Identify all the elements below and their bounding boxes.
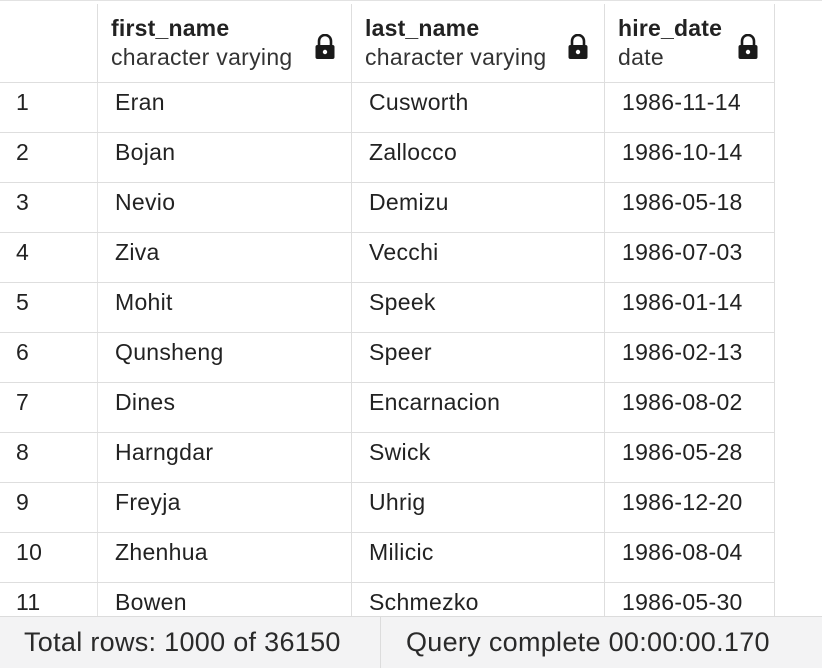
table-row[interactable]: 7 Dines Encarnacion 1986-08-02 xyxy=(0,383,775,433)
cell-first-name[interactable]: Nevio xyxy=(98,183,352,232)
row-index[interactable]: 10 xyxy=(0,533,98,582)
cell-hire-date[interactable]: 1986-12-20 xyxy=(605,483,775,532)
cell-last-name[interactable]: Encarnacion xyxy=(352,383,605,432)
grid-empty-area xyxy=(775,4,822,616)
table-row[interactable]: 11 Bowen Schmezko 1986-05-30 xyxy=(0,583,775,616)
cell-last-name[interactable]: Demizu xyxy=(352,183,605,232)
cell-hire-date[interactable]: 1986-01-14 xyxy=(605,283,775,332)
cell-hire-date[interactable]: 1986-05-30 xyxy=(605,583,775,616)
column-name: hire_date xyxy=(618,15,723,41)
cell-hire-date[interactable]: 1986-08-04 xyxy=(605,533,775,582)
total-rows-status: Total rows: 1000 of 36150 xyxy=(0,617,381,668)
table-row[interactable]: 4 Ziva Vecchi 1986-07-03 xyxy=(0,233,775,283)
row-index[interactable]: 5 xyxy=(0,283,98,332)
column-name: first_name xyxy=(111,15,230,41)
column-name: last_name xyxy=(365,15,480,41)
table-row[interactable]: 10 Zhenhua Milicic 1986-08-04 xyxy=(0,533,775,583)
row-index[interactable]: 7 xyxy=(0,383,98,432)
row-index[interactable]: 6 xyxy=(0,333,98,382)
cell-last-name[interactable]: Cusworth xyxy=(352,83,605,132)
results-grid: first_name character varying last_name c… xyxy=(0,0,822,616)
cell-first-name[interactable]: Harngdar xyxy=(98,433,352,482)
table-row[interactable]: 5 Mohit Speek 1986-01-14 xyxy=(0,283,775,333)
table-row[interactable]: 3 Nevio Demizu 1986-05-18 xyxy=(0,183,775,233)
column-type: character varying xyxy=(111,44,293,70)
cell-first-name[interactable]: Dines xyxy=(98,383,352,432)
cell-last-name[interactable]: Speer xyxy=(352,333,605,382)
cell-hire-date[interactable]: 1986-05-18 xyxy=(605,183,775,232)
cell-hire-date[interactable]: 1986-11-14 xyxy=(605,83,775,132)
row-index[interactable]: 3 xyxy=(0,183,98,232)
cell-last-name[interactable]: Milicic xyxy=(352,533,605,582)
cell-hire-date[interactable]: 1986-10-14 xyxy=(605,133,775,182)
cell-hire-date[interactable]: 1986-08-02 xyxy=(605,383,775,432)
cell-first-name[interactable]: Zhenhua xyxy=(98,533,352,582)
cell-first-name[interactable]: Ziva xyxy=(98,233,352,282)
row-index[interactable]: 4 xyxy=(0,233,98,282)
lock-icon xyxy=(738,34,758,59)
cell-last-name[interactable]: Speek xyxy=(352,283,605,332)
cell-last-name[interactable]: Uhrig xyxy=(352,483,605,532)
row-index[interactable]: 2 xyxy=(0,133,98,182)
table-row[interactable]: 9 Freyja Uhrig 1986-12-20 xyxy=(0,483,775,533)
row-index-header[interactable] xyxy=(0,4,98,82)
grid-body: 1 Eran Cusworth 1986-11-14 2 Bojan Zallo… xyxy=(0,83,775,616)
cell-first-name[interactable]: Freyja xyxy=(98,483,352,532)
lock-icon xyxy=(568,34,588,59)
cell-last-name[interactable]: Zallocco xyxy=(352,133,605,182)
cell-hire-date[interactable]: 1986-02-13 xyxy=(605,333,775,382)
status-bar: Total rows: 1000 of 36150 Query complete… xyxy=(0,616,822,668)
cell-last-name[interactable]: Swick xyxy=(352,433,605,482)
cell-first-name[interactable]: Mohit xyxy=(98,283,352,332)
cell-last-name[interactable]: Schmezko xyxy=(352,583,605,616)
column-header-last-name[interactable]: last_name character varying xyxy=(352,4,605,82)
grid-header: first_name character varying last_name c… xyxy=(0,4,775,83)
table-row[interactable]: 2 Bojan Zallocco 1986-10-14 xyxy=(0,133,775,183)
row-index[interactable]: 1 xyxy=(0,83,98,132)
column-header-hire-date[interactable]: hire_date date xyxy=(605,4,775,82)
table-row[interactable]: 1 Eran Cusworth 1986-11-14 xyxy=(0,83,775,133)
cell-first-name[interactable]: Qunsheng xyxy=(98,333,352,382)
lock-icon xyxy=(315,34,335,59)
cell-last-name[interactable]: Vecchi xyxy=(352,233,605,282)
cell-first-name[interactable]: Eran xyxy=(98,83,352,132)
column-type: date xyxy=(618,44,664,70)
row-index[interactable]: 11 xyxy=(0,583,98,616)
cell-hire-date[interactable]: 1986-07-03 xyxy=(605,233,775,282)
table-row[interactable]: 8 Harngdar Swick 1986-05-28 xyxy=(0,433,775,483)
row-index[interactable]: 8 xyxy=(0,433,98,482)
cell-first-name[interactable]: Bojan xyxy=(98,133,352,182)
row-index[interactable]: 9 xyxy=(0,483,98,532)
column-header-first-name[interactable]: first_name character varying xyxy=(98,4,352,82)
table-row[interactable]: 6 Qunsheng Speer 1986-02-13 xyxy=(0,333,775,383)
cell-hire-date[interactable]: 1986-05-28 xyxy=(605,433,775,482)
column-type: character varying xyxy=(365,44,547,70)
query-status: Query complete 00:00:00.170 xyxy=(406,627,770,657)
cell-first-name[interactable]: Bowen xyxy=(98,583,352,616)
